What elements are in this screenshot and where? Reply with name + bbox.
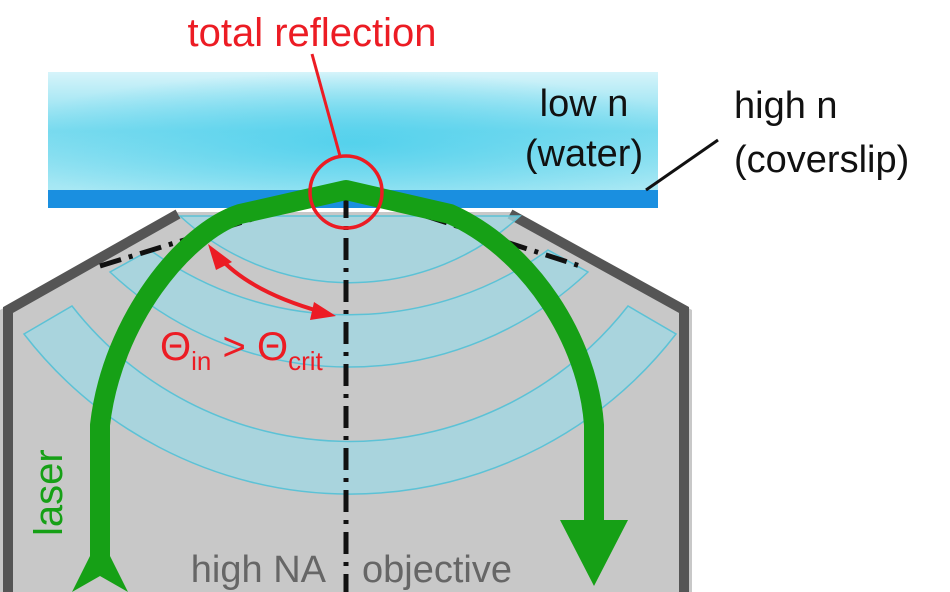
angle-arrowhead-end-icon bbox=[310, 302, 336, 320]
objective-label: objective bbox=[362, 549, 512, 591]
laser-tail-icon bbox=[72, 536, 128, 592]
theta-in-subscript: in bbox=[191, 346, 211, 376]
reflection-leader-line bbox=[310, 53, 342, 157]
laser-arrowhead-icon bbox=[560, 520, 628, 586]
lens-element-2 bbox=[108, 249, 590, 368]
high-na-label: high NA bbox=[191, 549, 327, 591]
total-reflection-label: total reflection bbox=[187, 11, 436, 55]
objective-edge-right bbox=[507, 209, 689, 592]
lens-element-3 bbox=[22, 305, 678, 495]
laser-beam bbox=[90, 180, 604, 572]
high-n-label: high n bbox=[734, 85, 838, 127]
angle-arrowhead-start-icon bbox=[208, 244, 232, 270]
low-n-label: low n bbox=[540, 83, 629, 125]
coverslip-leader-line bbox=[645, 138, 719, 192]
theta-crit-subscript: crit bbox=[288, 346, 323, 376]
water-glow bbox=[48, 72, 658, 190]
theta-in-symbol: Θ bbox=[160, 325, 191, 369]
angle-condition-label: Θin > Θcrit bbox=[160, 325, 324, 376]
coverslip-label: (coverslip) bbox=[734, 139, 909, 181]
objective-edge-left bbox=[3, 209, 181, 592]
laser-label: laser bbox=[27, 449, 71, 536]
water-label: (water) bbox=[525, 133, 643, 175]
theta-crit-symbol: Θ bbox=[257, 325, 288, 369]
greater-than-symbol: > bbox=[211, 325, 257, 369]
reflection-circle-icon bbox=[308, 154, 384, 230]
